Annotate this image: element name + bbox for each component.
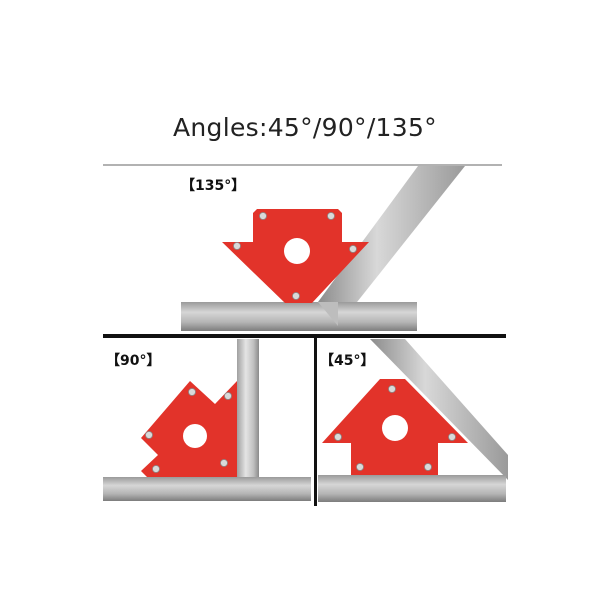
vertical-tube (237, 339, 259, 478)
vertical-divider (314, 337, 317, 506)
panel-90 (103, 339, 311, 501)
magnet-45 (322, 379, 468, 475)
panel-135 (181, 166, 465, 331)
horizontal-tube (318, 475, 506, 502)
diagonal-tube (370, 339, 508, 480)
horizontal-tube (103, 477, 311, 501)
magnet-90 (141, 381, 237, 477)
angle-label-135: 【135°】 (181, 178, 246, 194)
angle-label-45: 【45°】 (320, 353, 375, 369)
angle-label-90: 【90°】 (106, 353, 161, 369)
horizontal-tube (181, 302, 417, 331)
diagonal-tube (318, 166, 465, 326)
panel-45 (318, 339, 508, 502)
page-title: Angles:45°/90°/135° (173, 113, 437, 142)
horizontal-divider (103, 334, 506, 338)
magnet-135 (222, 209, 369, 303)
